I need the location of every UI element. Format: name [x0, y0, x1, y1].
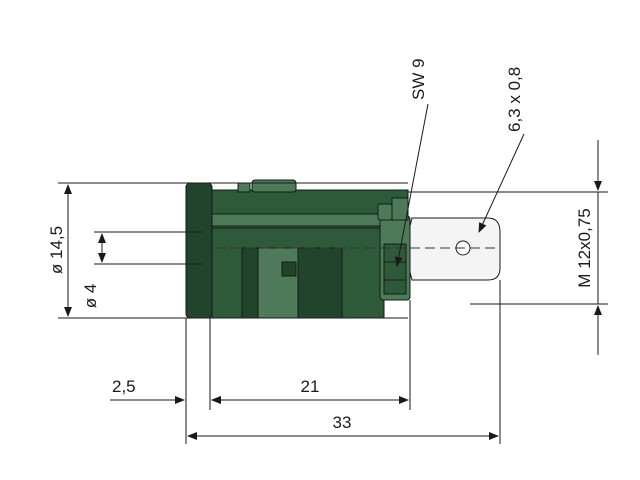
label-bore-diameter: ø 4 — [81, 284, 100, 309]
top-ridge-small — [237, 182, 251, 193]
bore-slot — [211, 213, 385, 227]
hex-fitting-inner — [383, 243, 407, 295]
nut-left — [241, 247, 259, 319]
label-total-length: 33 — [333, 413, 352, 432]
tab-outline — [409, 217, 501, 281]
label-body-length: 21 — [301, 377, 320, 396]
fitting-cap — [377, 203, 393, 221]
flat-tab — [409, 217, 501, 281]
label-thread: M 12x0,75 — [575, 208, 594, 287]
label-outer-diameter: ø 14,5 — [47, 226, 66, 274]
fitting-rim — [391, 197, 409, 221]
dimension-labels: SW 9 6,3 x 0,8 ø 14,5 ø 4 M 12x0,75 2,5 … — [47, 58, 594, 432]
dimension-lines — [58, 103, 608, 444]
top-ridge — [251, 179, 297, 193]
nut-center — [257, 247, 299, 319]
label-flange-width: 2,5 — [112, 377, 136, 396]
label-wrench-size: SW 9 — [409, 58, 428, 100]
front-flange — [185, 182, 213, 319]
socket-body — [185, 179, 411, 319]
nut-notch — [281, 261, 297, 277]
nut-right — [297, 247, 343, 319]
label-tab-size: 6,3 x 0,8 — [505, 67, 524, 132]
